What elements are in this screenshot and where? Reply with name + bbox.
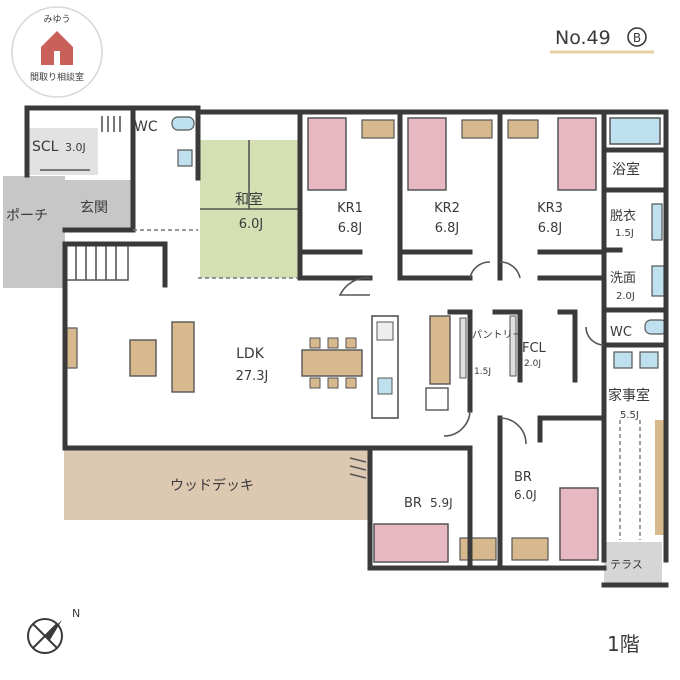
wc2-label: WC	[610, 325, 632, 340]
plan-number-badge: No.49 B	[550, 27, 654, 54]
fcl-size: 2.0J	[524, 359, 541, 369]
kr1-size: 6.8J	[338, 221, 363, 236]
deck-label: ウッドデッキ	[170, 477, 254, 494]
fridge	[425, 387, 449, 411]
washroom-label: 洗面	[610, 271, 636, 286]
hand-sink-1	[177, 149, 193, 167]
br1-label: BR	[404, 496, 422, 511]
housework-size: 5.5J	[620, 410, 639, 421]
floor-label: 1階	[607, 632, 640, 656]
terrace-floor	[604, 542, 662, 586]
toilet-1	[171, 116, 195, 131]
desk-br1	[459, 537, 497, 561]
wood-deck	[64, 450, 368, 520]
entrance-label: 玄関	[80, 199, 108, 216]
bathtub	[609, 117, 661, 145]
logo: みゆう 間取り相談室	[11, 6, 103, 98]
bath-label: 浴室	[612, 161, 640, 178]
bed-br1	[373, 523, 449, 563]
housework-sink-1	[613, 351, 633, 369]
ldk-label: LDK	[236, 346, 265, 362]
sofa	[171, 321, 195, 393]
br1-size: 5.9J	[430, 496, 453, 510]
pantry-size: 1.5J	[474, 367, 491, 377]
bed-kr2	[407, 117, 447, 191]
porch-label: ポーチ	[6, 208, 48, 224]
pantry-shelf	[459, 317, 467, 379]
pantry-label: パントリー	[472, 329, 523, 341]
br2-size: 6.0J	[514, 488, 537, 502]
desk-br2	[511, 537, 549, 561]
walls	[24, 105, 669, 588]
bed-kr1	[307, 117, 347, 191]
terrace-label: テラス	[610, 558, 643, 571]
logo-top-text: みゆう	[43, 14, 70, 25]
scl-size: 3.0J	[65, 141, 86, 154]
fcl-shelf	[509, 315, 517, 377]
house-icon	[41, 31, 73, 65]
scl-label: SCL	[32, 139, 59, 155]
dining-table	[301, 349, 363, 377]
desk-kr3	[507, 119, 539, 139]
kr1-label: KR1	[337, 201, 363, 216]
logo-bottom-text: 間取り相談室	[30, 71, 84, 83]
scl-floor	[27, 128, 98, 175]
compass-north: N	[72, 607, 80, 620]
kr2-size: 6.8J	[435, 221, 460, 236]
desk-kr2	[461, 119, 493, 139]
plan-number: No.49	[555, 27, 611, 49]
bed-kr3	[557, 117, 597, 191]
housework-label: 家事室	[608, 387, 650, 404]
housework-sink-2	[639, 351, 659, 369]
plan-variant: B	[633, 31, 641, 45]
washitsu-label: 和室	[235, 191, 263, 208]
washbasin	[651, 265, 665, 297]
compass-icon: N	[27, 607, 80, 654]
kr2-label: KR2	[434, 201, 460, 216]
kitchen-back-counter	[429, 315, 451, 385]
staircase	[65, 243, 129, 281]
ldk-size: 27.3J	[236, 369, 269, 384]
washroom-size: 2.0J	[616, 291, 635, 302]
dressing-label: 脱衣	[610, 208, 636, 224]
entrance-floor	[65, 180, 133, 230]
desk-kr1	[361, 119, 395, 139]
dressing-size: 1.5J	[615, 228, 634, 239]
washitsu-size: 6.0J	[239, 217, 264, 232]
kr3-size: 6.8J	[538, 221, 563, 236]
dressing-shelf	[651, 203, 663, 241]
tv-board	[66, 327, 78, 369]
bed-br2	[559, 487, 599, 561]
kr3-label: KR3	[537, 201, 563, 216]
wc1-label: WC	[134, 119, 158, 135]
coffee-table	[129, 339, 157, 377]
br2-label: BR	[514, 470, 532, 485]
porch-floor	[3, 176, 65, 288]
fcl-label: FCL	[522, 341, 547, 356]
